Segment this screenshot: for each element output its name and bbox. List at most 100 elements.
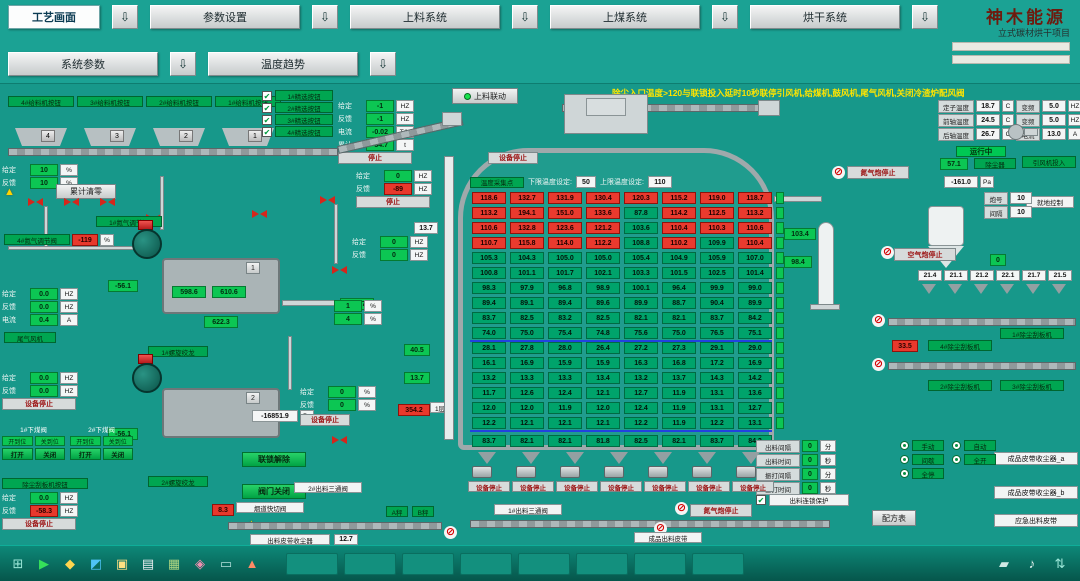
valve-button[interactable]: 关闭 xyxy=(34,448,65,460)
nav-dropdown-arrow-icon[interactable]: ⇩ xyxy=(512,5,538,29)
network-icon[interactable]: ⇅ xyxy=(1054,555,1066,571)
dust-collector-value: 57.1 xyxy=(940,158,968,170)
palette-icon[interactable]: ◩ xyxy=(89,555,103,571)
interlock-release-button[interactable]: 联锁解除 xyxy=(242,452,306,467)
valve-icon[interactable] xyxy=(64,198,79,206)
layer-tab xyxy=(776,282,784,294)
radio-icon xyxy=(952,441,961,450)
valve-button[interactable]: 打开 xyxy=(2,448,33,460)
taskbar-window-button[interactable] xyxy=(692,552,744,575)
param-label: 给定 xyxy=(338,103,352,110)
temp-cell: 113.2 xyxy=(738,207,772,219)
hopper-number-button[interactable]: 4 xyxy=(41,130,55,142)
valve-icon[interactable] xyxy=(320,196,335,204)
mode-option[interactable]: 自动 xyxy=(952,440,998,451)
mode-option[interactable]: 全开 xyxy=(952,454,998,465)
bin-1-number-button[interactable]: 1 xyxy=(246,262,260,274)
clear-total-button[interactable]: 累计清零 xyxy=(56,184,116,199)
valve-button[interactable]: 关闭 xyxy=(102,448,133,460)
low-limit-value[interactable]: 50 xyxy=(575,176,596,188)
taskbar-window-button[interactable] xyxy=(344,552,396,575)
blower-icon xyxy=(1008,124,1024,140)
flow-arrow-icon: ▲ xyxy=(4,186,15,198)
check-item[interactable]: ✔3#精选按钮 xyxy=(262,114,333,125)
monitor-icon[interactable]: ▭ xyxy=(219,555,233,571)
temp-cell: 26.4 xyxy=(586,342,620,354)
discharge-param-value[interactable]: 0 xyxy=(802,454,818,466)
nav-dropdown-arrow-icon[interactable]: ⇩ xyxy=(370,52,396,76)
tab-parameter-settings[interactable]: 参数设置 xyxy=(150,5,300,29)
recipe-button[interactable]: 配方表 xyxy=(872,510,916,526)
taskbar-window-button[interactable] xyxy=(518,552,570,575)
discharge-param-value[interactable]: 0 xyxy=(802,482,818,494)
feed-link-button[interactable]: 上料联动 xyxy=(452,88,518,104)
param-label: 电流 xyxy=(338,129,352,136)
valve-icon[interactable] xyxy=(100,198,115,206)
taskbar-window-button[interactable] xyxy=(286,552,338,575)
induced-fan-engaged[interactable]: 引风机投入 xyxy=(1022,156,1076,168)
tab-temperature-trend[interactable]: 温度趋势 xyxy=(208,52,358,76)
mode-option-list: 手动自动间歇全开全停 xyxy=(900,440,998,479)
taskbar-window-button[interactable] xyxy=(460,552,512,575)
check-icon: ✔ xyxy=(262,102,272,113)
cannon-value[interactable]: 10 xyxy=(1010,206,1032,218)
check-item[interactable]: ✔4#精选按钮 xyxy=(262,126,333,137)
temp-cell: 12.4 xyxy=(624,402,658,414)
nav-dropdown-arrow-icon[interactable]: ⇩ xyxy=(712,5,738,29)
start-icon[interactable]: ⊞ xyxy=(12,555,24,571)
tab-drying-system[interactable]: 烘干系统 xyxy=(750,5,900,29)
taskbar-window-button[interactable] xyxy=(576,552,628,575)
chute-icon xyxy=(948,284,962,294)
valve-closed-button[interactable]: 阀门关闭 xyxy=(242,484,306,499)
valve-icon[interactable] xyxy=(28,198,43,206)
tab-process-screen[interactable]: 工艺画面 xyxy=(8,5,100,29)
bin-2-number-button[interactable]: 2 xyxy=(246,392,260,404)
interlock-checkbox[interactable]: ✔ xyxy=(756,495,766,505)
folder-icon[interactable]: ▣ xyxy=(115,555,129,571)
discharge-param-value[interactable]: 0 xyxy=(802,440,818,452)
hopper-number-button[interactable]: 3 xyxy=(110,130,124,142)
valve-icon[interactable] xyxy=(332,266,347,274)
high-limit-value[interactable]: 110 xyxy=(647,176,672,188)
document-icon[interactable]: ▤ xyxy=(141,555,155,571)
check-item[interactable]: ✔1#精选按钮 xyxy=(262,90,333,101)
nav-dropdown-arrow-icon[interactable]: ⇩ xyxy=(170,52,196,76)
nav-dropdown-arrow-icon[interactable]: ⇩ xyxy=(912,5,938,29)
tab-feeding-system[interactable]: 上料系统 xyxy=(350,5,500,29)
valve-icon[interactable] xyxy=(332,436,347,444)
hopper-number-button[interactable]: 2 xyxy=(179,130,193,142)
taskbar-window-button[interactable] xyxy=(402,552,454,575)
hopper-number-button[interactable]: 1 xyxy=(248,130,262,142)
valve-button[interactable]: 打开 xyxy=(70,448,101,460)
nav-dropdown-arrow-icon[interactable]: ⇩ xyxy=(312,5,338,29)
mode-option[interactable]: 间歇 xyxy=(900,454,946,465)
tool-icon[interactable]: ◈ xyxy=(195,555,205,571)
chute-icon xyxy=(1000,284,1014,294)
scraper-badge: 33.5 xyxy=(892,340,918,352)
mode-option[interactable]: 全停 xyxy=(900,468,946,479)
usb-icon[interactable]: ▰ xyxy=(999,555,1009,571)
chart-icon[interactable]: ▲ xyxy=(245,555,259,571)
temp-cell: 132.7 xyxy=(510,192,544,204)
volume-icon[interactable]: ♪ xyxy=(1028,555,1036,571)
cannon-value[interactable]: 10 xyxy=(1010,192,1032,204)
tab-system-parameters[interactable]: 系统参数 xyxy=(8,52,158,76)
taskbar-window-button[interactable] xyxy=(634,552,686,575)
play-icon[interactable]: ▶ xyxy=(39,555,49,571)
pipe-badge: 40.5 xyxy=(404,344,430,356)
check-item[interactable]: ✔2#精选按钮 xyxy=(262,102,333,113)
taskbar-icon-group: ⊞ ▶ ◆ ◩ ▣ ▤ ▦ ◈ ▭ ▲ xyxy=(8,554,262,574)
edit-icon[interactable]: ◆ xyxy=(65,555,75,571)
grid-icon[interactable]: ▦ xyxy=(167,555,181,571)
temp-cell: 75.4 xyxy=(548,327,582,339)
product-collector-b: 成品皮带收尘器_b xyxy=(994,486,1078,499)
valve-icon[interactable] xyxy=(252,210,267,218)
tab-coal-system[interactable]: 上煤系统 xyxy=(550,5,700,29)
discharge-param-value[interactable]: 0 xyxy=(802,468,818,480)
nav-dropdown-arrow-icon[interactable]: ⇩ xyxy=(112,5,138,29)
temp-cell: 13.4 xyxy=(586,372,620,384)
mode-option[interactable]: 手动 xyxy=(900,440,946,451)
